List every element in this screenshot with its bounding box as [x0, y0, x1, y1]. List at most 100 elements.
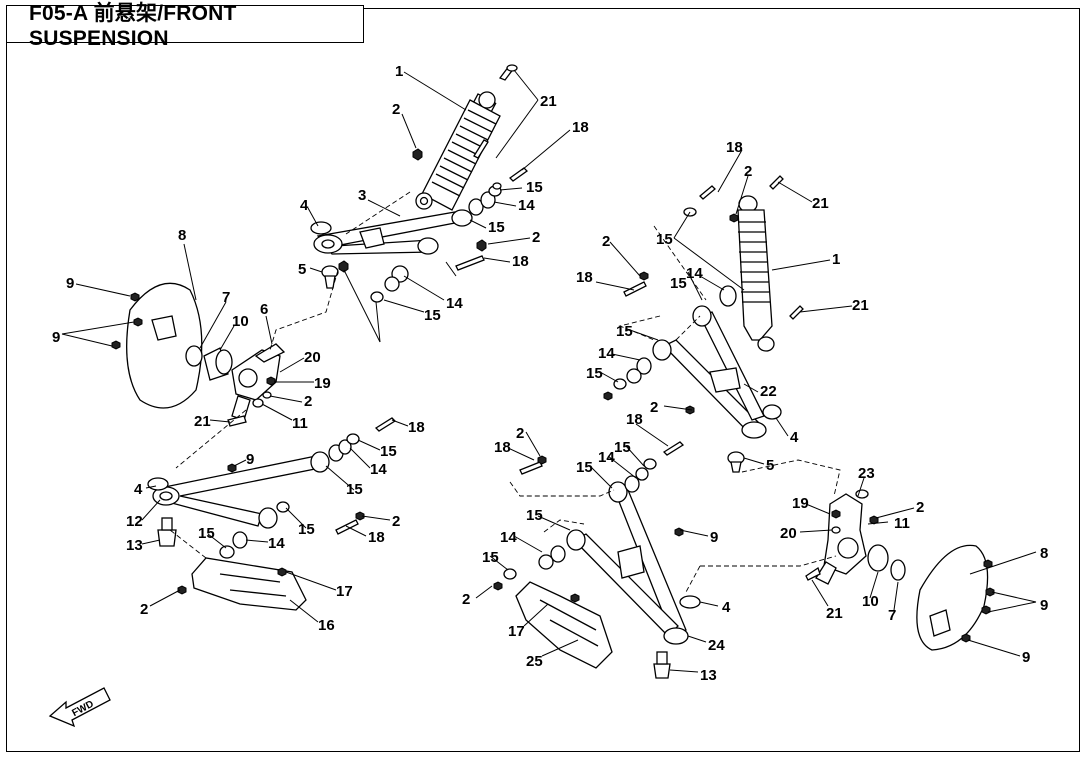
nut-icon: [831, 509, 841, 519]
callout-25: 25: [526, 653, 543, 670]
callout-11: 11: [894, 515, 910, 532]
bolt-icon: [981, 605, 991, 615]
callout-18: 18: [368, 529, 385, 546]
callout-10: 10: [232, 313, 249, 330]
right-steering-knuckle: [815, 489, 869, 585]
callout-5: 5: [298, 261, 306, 278]
callout-6: 6: [260, 301, 268, 318]
bolt-icon: [983, 559, 993, 569]
callout-15: 15: [198, 525, 215, 542]
ball-joint-left-upper: [321, 265, 339, 289]
callout-9: 9: [710, 529, 718, 546]
callout-21: 21: [852, 297, 869, 314]
ball-joint-right-upper: [727, 451, 745, 473]
ball-joint-right-lower: [653, 651, 671, 679]
callout-19: 19: [792, 495, 809, 512]
callout-2: 2: [392, 513, 400, 530]
callout-2: 2: [650, 399, 658, 416]
callout-2: 2: [532, 229, 540, 246]
callout-2: 2: [516, 425, 524, 442]
bolt-icon: [133, 317, 143, 327]
callout-7: 7: [888, 607, 896, 624]
callout-20: 20: [780, 525, 797, 542]
bolt-icon: [227, 415, 247, 427]
title-box: F05-A 前悬架/FRONT SUSPENSION: [6, 2, 364, 50]
callout-14: 14: [446, 295, 463, 312]
callout-15: 15: [488, 219, 505, 236]
washer-icon: [262, 391, 272, 399]
callout-21: 21: [812, 195, 829, 212]
left-lower-a-arm: [152, 451, 330, 529]
callout-2: 2: [602, 233, 610, 250]
upper-bushings-left: [370, 167, 529, 303]
assembly-lines: [169, 191, 841, 593]
circlip-icon: [147, 477, 169, 491]
callout-9: 9: [52, 329, 60, 346]
callout-21: 21: [826, 605, 843, 622]
callout-14: 14: [518, 197, 535, 214]
callout-2: 2: [392, 101, 400, 118]
callout-18: 18: [576, 269, 593, 286]
left-shock-absorber: [415, 64, 518, 211]
callout-14: 14: [370, 461, 387, 478]
callout-1: 1: [832, 251, 840, 268]
fwd-arrow: FWD: [48, 687, 111, 728]
callout-11: 11: [292, 415, 308, 432]
nut-icon: [476, 239, 487, 252]
left-upper-a-arm: [313, 209, 473, 255]
bolt-icon: [111, 340, 121, 350]
callout-23: 23: [858, 465, 875, 482]
left-hub-bearing: [185, 345, 233, 381]
callout-15: 15: [656, 231, 673, 248]
diagram-frame: [6, 8, 1080, 752]
callout-22: 22: [760, 383, 777, 400]
callout-24: 24: [708, 637, 725, 654]
nut-icon: [338, 260, 349, 273]
callout-13: 13: [700, 667, 717, 684]
page-title: F05-A 前悬架/FRONT SUSPENSION: [29, 2, 237, 50]
callout-14: 14: [686, 265, 703, 282]
bolt-icon: [130, 292, 140, 302]
lower-bushings-right: [503, 441, 685, 580]
callout-18: 18: [512, 253, 529, 270]
circlip-icon: [310, 221, 332, 235]
callout-2: 2: [304, 393, 312, 410]
bolt-icon: [805, 566, 821, 581]
right-skid-guard: [515, 581, 613, 669]
nut-icon: [603, 391, 613, 401]
callout-9: 9: [1022, 649, 1030, 666]
callout-10: 10: [862, 593, 879, 610]
callout-18: 18: [408, 419, 425, 436]
callout-14: 14: [598, 345, 615, 362]
callout-13: 13: [126, 537, 143, 554]
callout-15: 15: [526, 507, 543, 524]
callout-9: 9: [1040, 597, 1048, 614]
nut-icon: [537, 455, 547, 465]
left-brake-disc: [126, 282, 203, 409]
callout-2: 2: [462, 591, 470, 608]
bolt-icon: [985, 587, 995, 597]
callout-19: 19: [314, 375, 331, 392]
nut-icon: [355, 511, 365, 521]
callout-4: 4: [722, 599, 731, 616]
callout-15: 15: [346, 481, 363, 498]
callout-15: 15: [380, 443, 397, 460]
callout-15: 15: [670, 275, 687, 292]
callout-4: 4: [134, 481, 143, 498]
callout-15: 15: [526, 179, 543, 196]
callout-15: 15: [616, 323, 633, 340]
callout-2: 2: [916, 499, 924, 516]
nut-icon: [729, 213, 739, 223]
right-brake-disc: [916, 544, 989, 651]
callout-18: 18: [572, 119, 589, 136]
callout-4: 4: [790, 429, 799, 446]
callout-15: 15: [586, 365, 603, 382]
right-upper-a-arm: [652, 305, 767, 439]
callout-15: 15: [576, 459, 593, 476]
callout-2: 2: [140, 601, 148, 618]
callout-12: 12: [126, 513, 143, 530]
callout-9: 9: [246, 451, 254, 468]
callout-labels: 1 2 21 18 15 3 14 4 5 15 2 18 14 15 8 9 …: [52, 63, 1048, 684]
ball-joint-left-lower: [157, 517, 177, 547]
screw-icon: [277, 567, 287, 577]
